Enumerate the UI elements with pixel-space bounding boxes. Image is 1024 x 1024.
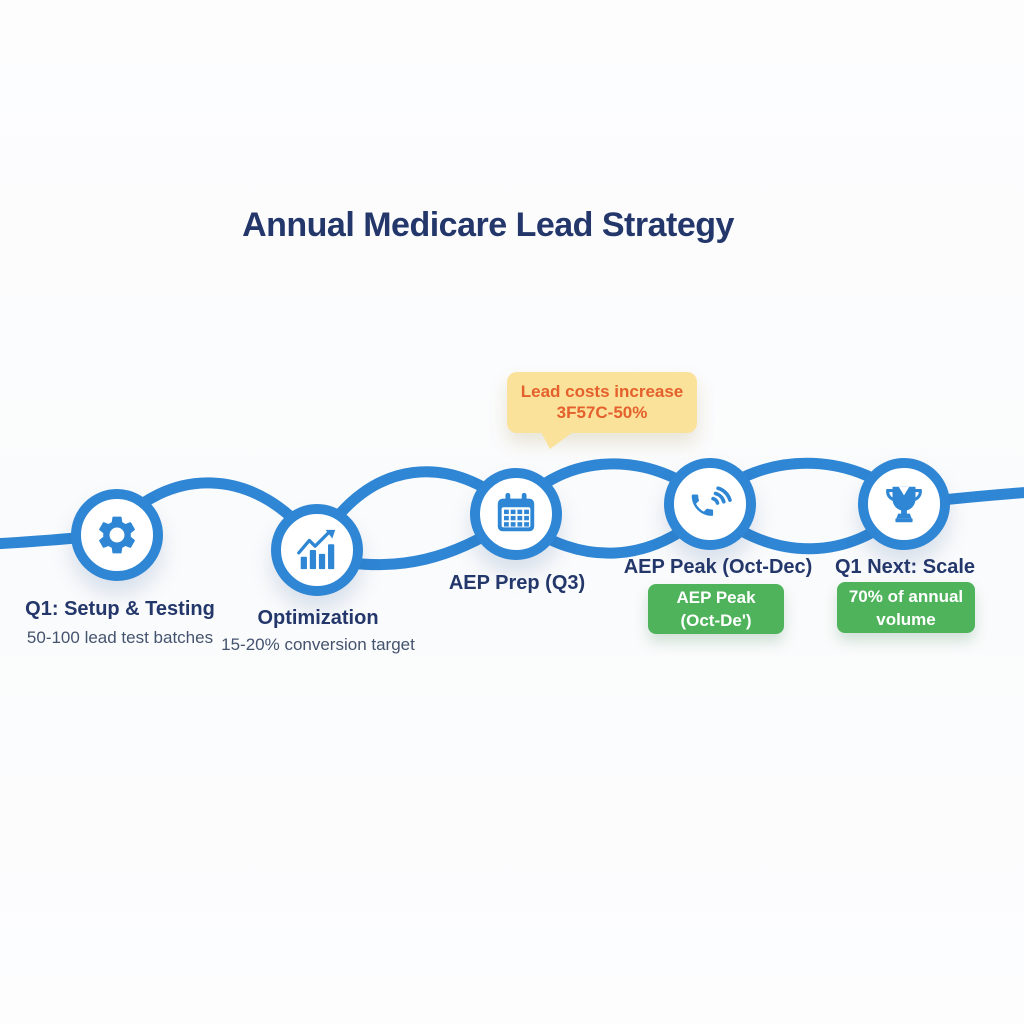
milestone-sublabel-setup: 50-100 lead test batches (26, 628, 214, 647)
trophy-icon (881, 481, 927, 527)
badge-line: (Oct-De') (680, 611, 752, 630)
callout-line-1: Lead costs increase (520, 382, 684, 401)
milestone-node-setup (71, 489, 163, 581)
badge-line: AEP Peak (676, 588, 756, 607)
milestone-node-scale (858, 458, 950, 550)
lead-cost-callout: Lead costs increase 3F57C-50% (507, 372, 697, 449)
bar-chart-icon (294, 527, 340, 573)
milestone-label-aep-peak: AEP Peak (Oct-Dec) (623, 556, 813, 578)
annual-volume-badge: 70% of annual volume (837, 582, 975, 633)
calendar-icon (493, 491, 539, 537)
milestone-node-optimization (271, 504, 363, 596)
gear-icon (94, 512, 140, 558)
milestone-label-setup: Q1: Setup & Testing (25, 598, 215, 620)
page-title: Annual Medicare Lead Strategy (242, 206, 734, 244)
phone-icon (687, 481, 733, 527)
milestone-label-aep-prep: AEP Prep (Q3) (448, 572, 586, 594)
milestone-label-optimization: Optimization (257, 607, 379, 629)
milestone-label-scale: Q1 Next: Scale (834, 556, 976, 578)
callout-line-2: 3F57C-50% (556, 403, 648, 422)
milestone-node-aep-prep (470, 468, 562, 560)
badge-line: volume (876, 609, 936, 629)
milestone-node-aep-peak (664, 458, 756, 550)
aep-peak-badge: AEP Peak (Oct-De') (648, 584, 784, 634)
badge-line: 70% of annual (848, 586, 964, 606)
milestone-sublabel-optimization: 15-20% conversion target (221, 635, 415, 654)
